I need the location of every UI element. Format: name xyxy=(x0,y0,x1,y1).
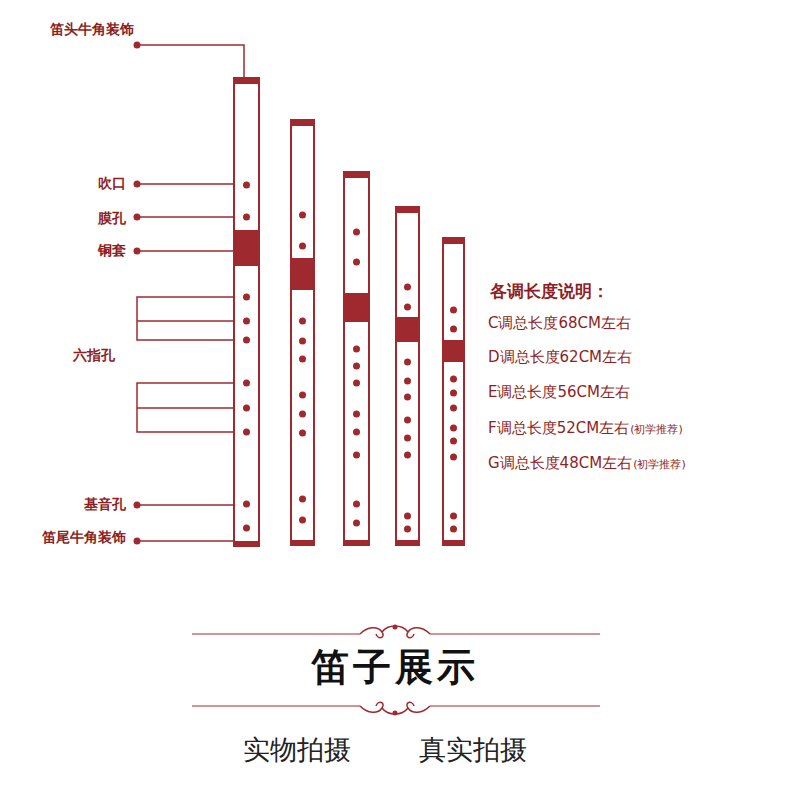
flute-body xyxy=(291,120,314,545)
flute-hole xyxy=(353,520,360,527)
flute-hole xyxy=(450,513,457,520)
horn-cap xyxy=(290,119,315,126)
flute-hole xyxy=(299,243,306,250)
leader-dots xyxy=(134,42,141,545)
flute-hole xyxy=(299,517,306,524)
horn-cap xyxy=(343,171,370,178)
flute-hole xyxy=(404,359,411,366)
flute-hole xyxy=(353,259,360,266)
flute-hole xyxy=(243,294,250,301)
flute-hole xyxy=(450,526,457,533)
beginner-note: (初学推荐) xyxy=(633,459,686,471)
flute-hole xyxy=(243,525,250,532)
part-label: 笛头牛角装饰 xyxy=(50,22,134,37)
flute-hole xyxy=(243,380,250,387)
beginner-note: (初学推荐) xyxy=(630,424,683,436)
part-label: 笛尾牛角装饰 xyxy=(42,530,126,545)
flute-hole xyxy=(404,417,411,424)
horn-tail xyxy=(343,540,370,546)
flute-hole xyxy=(243,318,250,325)
flute-hole xyxy=(243,182,250,189)
part-label: 基音孔 xyxy=(84,497,126,512)
flute-hole xyxy=(299,356,306,363)
flute-hole xyxy=(404,284,411,291)
flute-hole xyxy=(299,430,306,437)
flute-hole xyxy=(450,438,457,445)
flute-body xyxy=(443,238,464,545)
flute-hole xyxy=(353,452,360,459)
flute-hole xyxy=(353,346,360,353)
flutes xyxy=(233,77,465,547)
flute-hole xyxy=(404,378,411,385)
part-label: 六指孔 xyxy=(73,348,115,363)
horn-cap xyxy=(395,206,420,213)
flute-hole xyxy=(450,376,457,383)
horn-cap xyxy=(233,77,260,84)
copper-sleeve xyxy=(442,340,465,362)
horn-cap xyxy=(442,237,465,244)
flute-hole xyxy=(404,452,411,459)
flute-body xyxy=(344,172,369,545)
flute-hole xyxy=(353,229,360,236)
flute-hole xyxy=(299,318,306,325)
flute-hole xyxy=(450,390,457,397)
flute-hole xyxy=(243,429,250,436)
flute-hole xyxy=(404,526,411,533)
horn-tail xyxy=(233,541,260,547)
flute-hole xyxy=(243,337,250,344)
leader-lines xyxy=(137,45,244,541)
flute-body xyxy=(396,207,419,545)
flute-hole xyxy=(404,435,411,442)
flute-hole xyxy=(243,501,250,508)
title-rules xyxy=(192,626,600,714)
flute-hole xyxy=(353,411,360,418)
horn-tail xyxy=(442,540,465,546)
copper-sleeve xyxy=(290,258,315,290)
part-label: 膜孔 xyxy=(98,211,126,226)
flute-hole xyxy=(404,513,411,520)
flute-hole xyxy=(353,363,360,370)
part-label: 铜套 xyxy=(98,243,126,258)
flute-hole xyxy=(353,429,360,436)
flute-hole xyxy=(299,496,306,503)
flute-hole xyxy=(450,405,457,412)
length-heading: 各调长度说明： xyxy=(490,282,609,301)
photo-note: 实物拍摄 xyxy=(243,735,351,765)
flute-hole xyxy=(404,304,411,311)
flute-hole xyxy=(450,454,457,461)
length-note: G调总长度48CM左右 xyxy=(488,455,632,472)
length-note: E调总长度56CM左右 xyxy=(488,384,630,401)
flute-hole xyxy=(299,392,306,399)
flute-hole xyxy=(450,326,457,333)
flute-hole xyxy=(353,501,360,508)
photo-note: 真实拍摄 xyxy=(419,735,527,765)
flute-hole xyxy=(404,394,411,401)
flute-hole xyxy=(353,380,360,387)
part-label: 吹口 xyxy=(98,176,126,191)
flute-hole xyxy=(243,214,250,221)
length-note: F调总长度52CM左右 xyxy=(488,420,629,437)
flute-hole xyxy=(299,411,306,418)
flute-hole xyxy=(450,307,457,314)
length-note: C调总长度68CM左右 xyxy=(488,315,631,332)
horn-tail xyxy=(395,540,420,546)
flute-hole xyxy=(450,425,457,432)
length-note: D调总长度62CM左右 xyxy=(488,349,632,366)
flute-hole xyxy=(299,212,306,219)
flute-hole xyxy=(243,405,250,412)
copper-sleeve xyxy=(233,230,260,266)
flute-hole xyxy=(299,338,306,345)
flute-body xyxy=(234,78,259,546)
copper-sleeve xyxy=(343,293,370,322)
title: 笛子展示 xyxy=(311,647,479,689)
copper-sleeve xyxy=(395,317,420,342)
horn-tail xyxy=(290,540,315,546)
